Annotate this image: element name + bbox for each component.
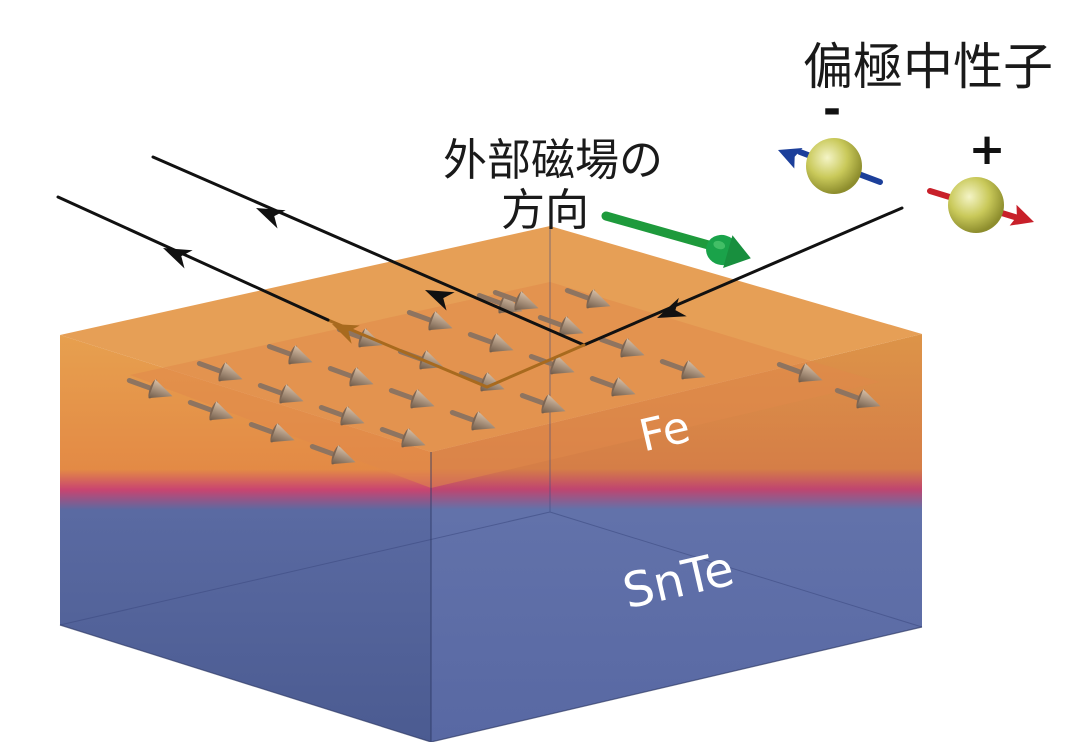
cone-arrow-icon	[492, 289, 539, 311]
triangle-arrowhead-icon	[332, 324, 360, 344]
field-direction-label-line2: 方向	[501, 185, 589, 236]
block-edges	[59, 452, 923, 742]
triangle-arrowhead-icon	[425, 290, 455, 311]
plus-sign: +	[969, 124, 1006, 175]
magnetic-moments	[126, 287, 881, 465]
cone-arrow-icon	[659, 358, 706, 380]
cone-arrow-icon	[257, 382, 304, 404]
cone-arrow-icon	[776, 361, 823, 383]
neutron-beams	[56, 155, 904, 389]
cone-arrow-icon	[449, 409, 496, 431]
sphere-icon	[806, 138, 862, 194]
cone-arrow-icon	[388, 387, 435, 409]
neutron-minus	[778, 138, 883, 194]
cone-arrow-icon	[589, 375, 636, 397]
cone-arrow-icon	[187, 399, 234, 421]
reflected-beam	[151, 155, 586, 347]
field-direction-label-line1: 外部磁場の	[443, 135, 663, 186]
triangle-arrowhead-icon	[256, 208, 286, 229]
cone-arrow-icon	[266, 343, 313, 365]
cone-arrow-icon	[537, 314, 584, 336]
cone-arrow-icon	[126, 377, 173, 399]
polarized-neutrons-label: 偏極中性子	[803, 38, 1053, 96]
cone-arrow-icon	[598, 336, 645, 358]
cone-arrow-icon	[834, 387, 881, 409]
transmitted-reflected-beam	[56, 195, 330, 322]
cone-arrow-icon	[309, 443, 356, 465]
cone-arrow-icon	[564, 287, 611, 309]
beam-arrowheads	[163, 208, 687, 344]
cone-arrow-icon	[318, 404, 365, 426]
cone-arrow-icon	[379, 426, 426, 448]
cone-arrow-icon	[467, 331, 514, 353]
incident-beam	[582, 206, 904, 347]
cone-arrow-icon	[248, 421, 295, 443]
refracted-beam	[326, 318, 586, 389]
minus-sign: -	[823, 84, 841, 135]
fe-top-inner	[130, 282, 880, 488]
spin-arrowhead-icon	[1009, 204, 1034, 226]
field-direction-arrow	[601, 211, 751, 268]
fe-layer-label: Fe	[635, 401, 695, 462]
triangle-arrowhead-icon	[657, 297, 687, 318]
sample-block	[59, 226, 923, 742]
sphere-icon	[948, 177, 1004, 233]
cone-arrow-icon	[519, 392, 566, 414]
cone-arrow-icon	[406, 309, 453, 331]
cone-arrow-icon	[196, 360, 243, 382]
spin-arrowhead-icon	[778, 148, 803, 169]
cone-arrow-icon	[327, 365, 374, 387]
neutron-plus	[927, 177, 1034, 233]
hidden-edges	[59, 226, 923, 628]
triangle-arrowhead-icon	[163, 248, 193, 269]
